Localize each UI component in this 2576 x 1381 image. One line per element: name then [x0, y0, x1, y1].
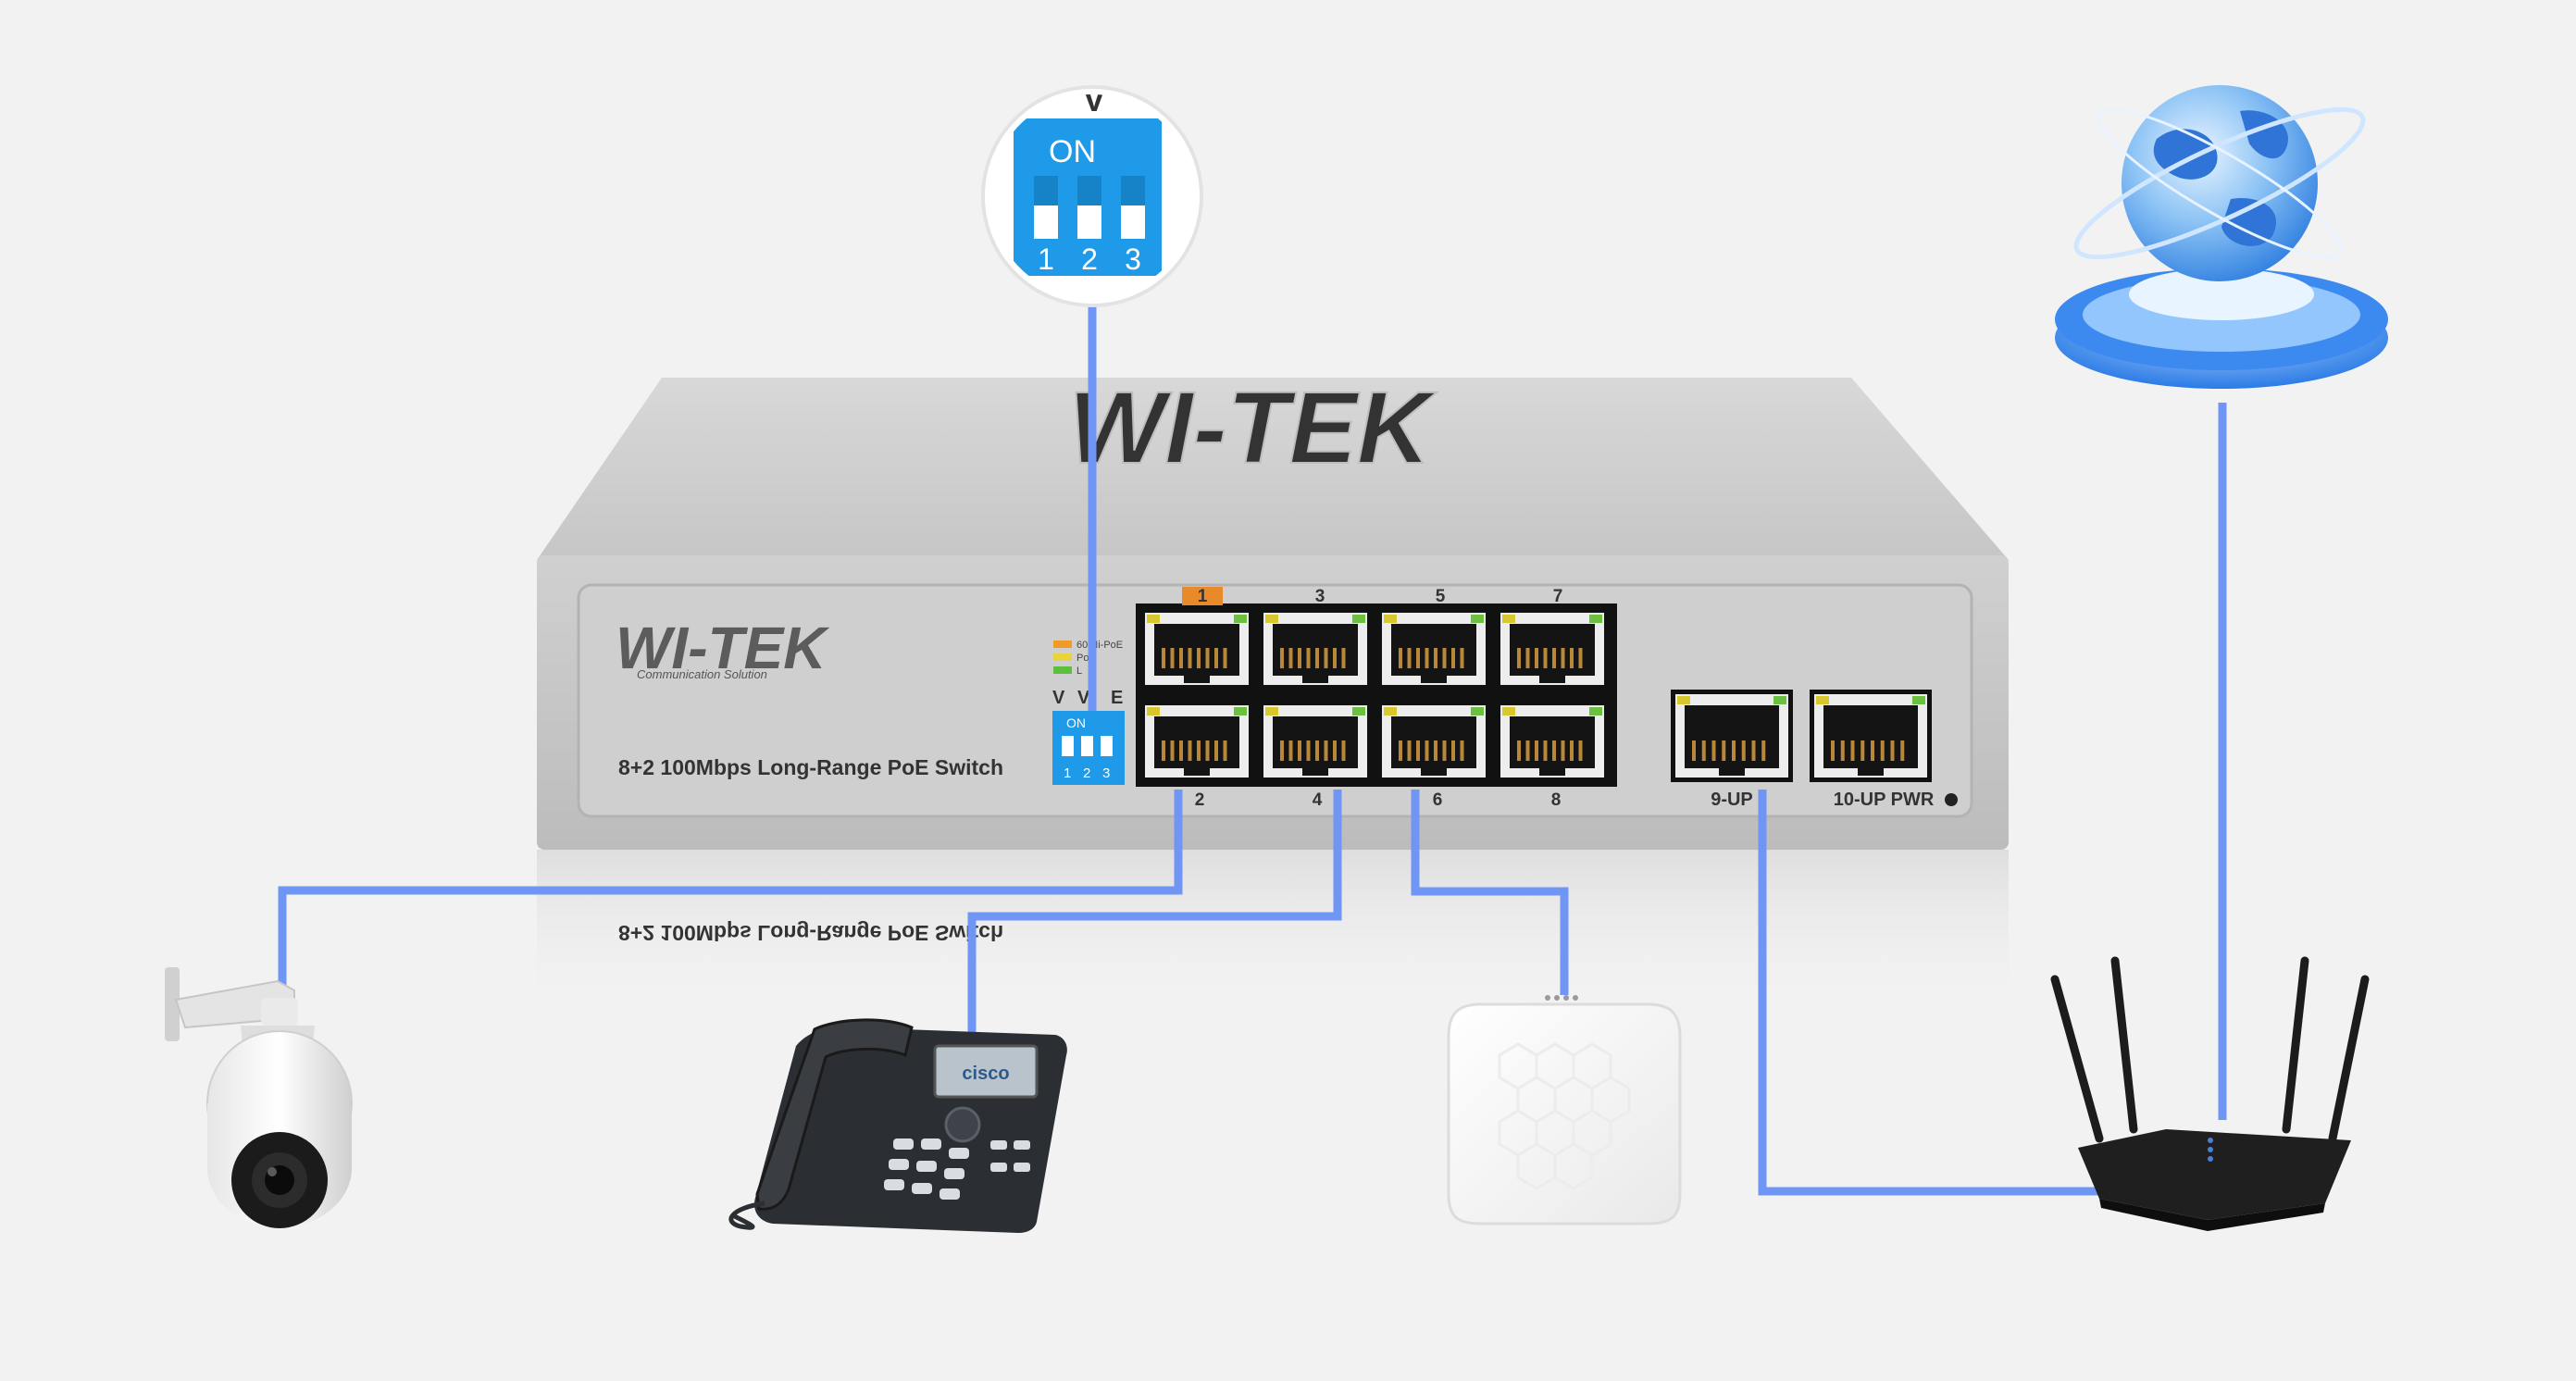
- line-phone: [967, 790, 1342, 1046]
- ethernet-ports: [1145, 613, 1932, 782]
- dip-zoom-num-3: 3: [1125, 243, 1141, 276]
- uplink-port-10: [1814, 694, 1927, 778]
- line-router: [1758, 790, 2099, 1196]
- switch-model-label: 8+2 100Mbps Long-Range PoE Switch: [618, 755, 1003, 779]
- ethernet-port-4: [1263, 705, 1367, 778]
- port-label-4: 4: [1313, 790, 1323, 810]
- uplink-label-9: 9-UP: [1711, 790, 1753, 810]
- port-label-2: 2: [1195, 790, 1205, 810]
- uplink-port-9: [1675, 694, 1788, 778]
- ethernet-port-6: [1382, 705, 1486, 778]
- ethernet-port-7: [1500, 613, 1604, 685]
- ethernet-port-8: [1500, 705, 1604, 778]
- wi-tek-logo: WI-TEK Communication Solution: [616, 615, 830, 681]
- svg-text:ON: ON: [1066, 715, 1086, 730]
- ip-phone-icon: cisco: [728, 1018, 1067, 1233]
- router-icon: [2050, 956, 2370, 1231]
- port-label-3: 3: [1315, 587, 1325, 606]
- switch-embossed-logo: WI-TEK: [1068, 371, 1437, 485]
- svg-text:V: V: [1077, 688, 1090, 708]
- phone-screen-brand: cisco: [962, 1064, 1009, 1084]
- port-label-6: 6: [1433, 790, 1443, 810]
- uplink-label-10: 10-UP PWR: [1834, 790, 1935, 810]
- globe-internet-icon: [2055, 85, 2388, 389]
- connector-lines: [278, 301, 2227, 1196]
- line-camera: [278, 790, 1183, 998]
- svg-text:WI-TEK: WI-TEK: [616, 615, 830, 681]
- poe-switch: WI-TEK WI-TEK Communication Solution 8+2…: [537, 370, 2009, 1016]
- svg-text:L: L: [1076, 666, 1082, 677]
- ethernet-port-1: [1145, 613, 1249, 685]
- ptz-camera-icon: [165, 967, 353, 1228]
- dip-zoom-num-2: 2: [1081, 243, 1098, 276]
- port-one-badge: [1182, 587, 1223, 605]
- svg-text:E: E: [1111, 688, 1123, 708]
- ethernet-port-2: [1145, 705, 1249, 778]
- port-label-5: 5: [1436, 587, 1446, 606]
- port-label-1: 1: [1198, 587, 1208, 606]
- svg-text:3: 3: [1102, 765, 1110, 781]
- brand-tagline: Communication Solution: [637, 667, 767, 681]
- dip-zoom-on-label: ON: [1049, 134, 1096, 169]
- switch-top-surface: [537, 378, 2009, 560]
- front-dip-switch: V V E ON 1 2 3: [1052, 688, 1125, 785]
- power-led: [1945, 793, 1958, 806]
- dip-zoom-num-1: 1: [1038, 243, 1054, 276]
- svg-text:V: V: [1052, 688, 1065, 708]
- port-label-8: 8: [1551, 790, 1562, 810]
- dip-switch-zoom: V ON 1 2 3: [981, 81, 1203, 307]
- reflection-model-label: 8+2 100Mbps Long-Range PoE Switch: [618, 921, 1003, 945]
- port-label-7: 7: [1553, 587, 1563, 606]
- svg-text:1: 1: [1064, 765, 1071, 781]
- ethernet-port-3: [1263, 613, 1367, 685]
- line-access-point: [1411, 790, 1569, 995]
- svg-text:Po: Po: [1076, 653, 1089, 664]
- svg-text:60 Hi-PoE: 60 Hi-PoE: [1076, 640, 1123, 651]
- svg-text:2: 2: [1083, 765, 1090, 781]
- access-point-icon: [1447, 995, 1682, 1225]
- dip-zoom-header: V: [1083, 81, 1105, 118]
- ethernet-port-5: [1382, 613, 1486, 685]
